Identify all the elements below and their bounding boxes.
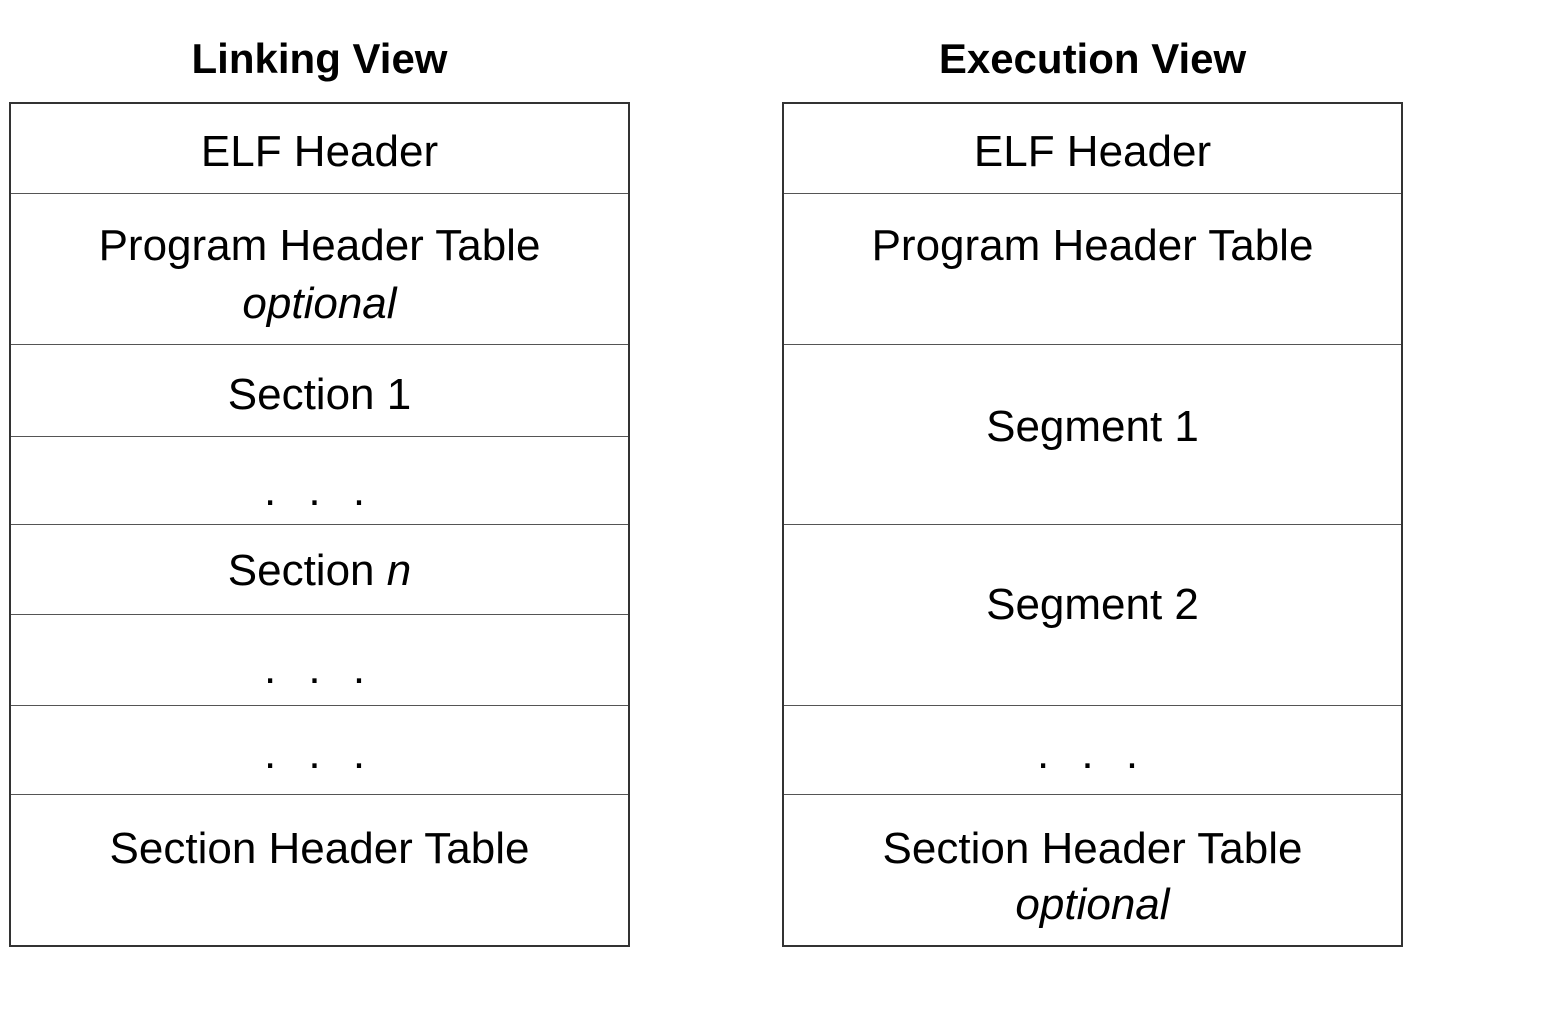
linking-elf-header-cell: ELF Header: [11, 104, 628, 194]
execution-elf-header-label: ELF Header: [973, 127, 1212, 176]
execution-section-header-table-label: Section Header Table: [882, 824, 1303, 873]
linking-program-header-table-cell: Program Header Table optional: [11, 194, 628, 345]
linking-ellipsis-3: . . .: [263, 729, 376, 778]
linking-section-header-table-label: Section Header Table: [109, 824, 530, 873]
linking-section-n-suffix: n: [386, 546, 412, 595]
execution-section-header-table-note: optional: [1015, 880, 1170, 929]
execution-elf-header-cell: ELF Header: [784, 104, 1401, 194]
linking-elf-header-label: ELF Header: [200, 127, 439, 176]
execution-segment-1-cell: Segment 1: [784, 345, 1401, 525]
execution-section-header-table-cell: Section Header Table optional: [784, 795, 1401, 945]
linking-ellipsis-3-cell: . . .: [11, 706, 628, 795]
linking-view-table: ELF Header Program Header Table optional…: [9, 102, 630, 947]
linking-program-header-table-label: Program Header Table: [98, 221, 541, 270]
linking-ellipsis-2-cell: . . .: [11, 615, 628, 706]
linking-ellipsis-1: . . .: [263, 466, 376, 515]
linking-section-n-label: Section n: [11, 545, 628, 597]
linking-view-title: Linking View: [191, 35, 448, 82]
execution-segment-2-cell: Segment 2: [784, 525, 1401, 706]
linking-section-n-prefix: Section: [227, 546, 387, 595]
linking-section-n-cell: Section n: [11, 525, 628, 615]
execution-ellipsis-1: . . .: [1036, 729, 1149, 778]
execution-program-header-table-label: Program Header Table: [871, 221, 1314, 270]
execution-program-header-table-cell: Program Header Table: [784, 194, 1401, 345]
linking-ellipsis-2: . . .: [263, 644, 376, 693]
linking-section-1-label: Section 1: [227, 370, 412, 419]
linking-program-header-table-note: optional: [242, 279, 397, 328]
execution-ellipsis-1-cell: . . .: [784, 706, 1401, 795]
execution-segment-1-label: Segment 1: [986, 402, 1199, 451]
execution-view-title: Execution View: [938, 35, 1247, 82]
linking-section-1-cell: Section 1: [11, 345, 628, 437]
execution-view-table: ELF Header Program Header Table Segment …: [782, 102, 1403, 947]
execution-segment-2-label: Segment 2: [986, 580, 1199, 629]
linking-ellipsis-1-cell: . . .: [11, 437, 628, 525]
linking-section-header-table-cell: Section Header Table: [11, 795, 628, 945]
